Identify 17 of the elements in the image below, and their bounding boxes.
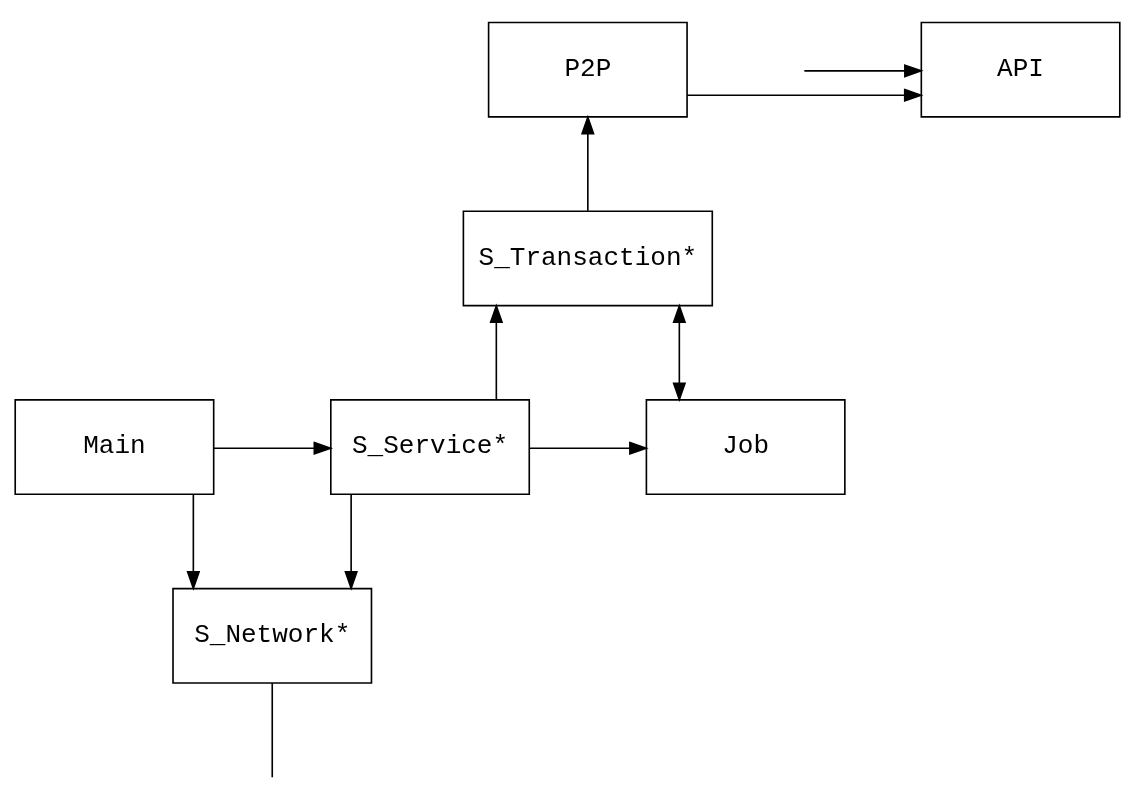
arrow [686,88,924,103]
arrow [528,441,649,456]
arrow [344,493,358,591]
arrow [803,64,924,78]
node-box: S_Transaction* [462,210,714,307]
node-box: S_Service* [330,399,531,496]
arrow [489,303,504,401]
arrow [672,303,687,402]
arrow [186,493,201,591]
node-box: S_Network* [172,587,373,684]
node-box: P2P [487,21,688,118]
arrow [213,441,334,456]
arrow [581,114,595,212]
node-box: Job [645,399,846,496]
node-box: API [920,21,1121,118]
connector [271,682,274,779]
node-box: Main [14,399,215,496]
